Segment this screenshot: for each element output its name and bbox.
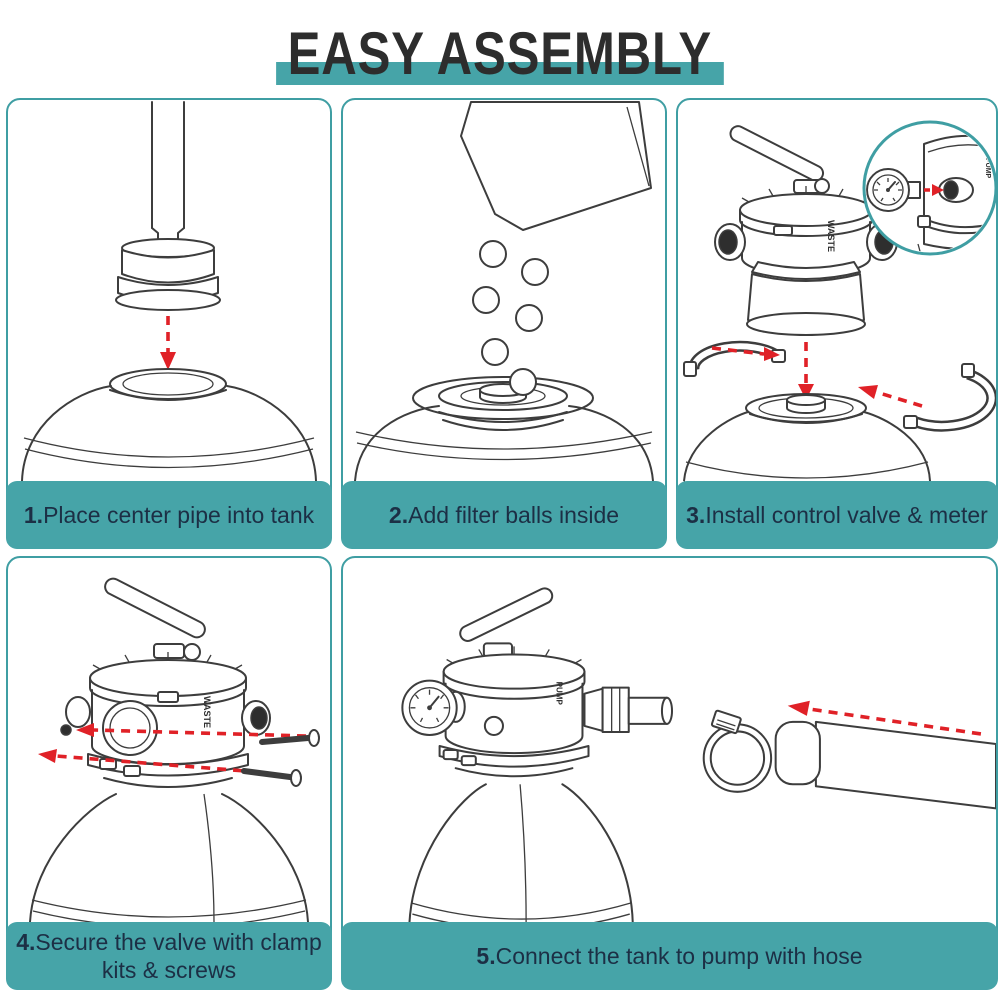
pressure-gauge-drawing xyxy=(401,679,458,736)
pump-port-label: PUMP xyxy=(984,158,991,179)
tank-drawing xyxy=(354,368,654,482)
illustration-step-2 xyxy=(343,100,665,483)
tank-drawing xyxy=(21,368,317,482)
nut-drawing xyxy=(60,724,72,736)
header: EASY ASSEMBLY xyxy=(0,22,1000,86)
caption-step-2: 2.Add filter balls inside xyxy=(341,481,667,549)
illustration-step-3: WASTE xyxy=(678,100,996,483)
filter-ball-bag-drawing xyxy=(460,101,652,231)
step-number: 5. xyxy=(476,943,496,969)
illustration-step-5: PUMP xyxy=(343,558,996,924)
waste-port-label: WASTE xyxy=(826,220,836,252)
insert-arrow-icon xyxy=(160,316,176,370)
title-accent-bar xyxy=(276,62,724,85)
panel-step-5: PUMP xyxy=(341,556,998,990)
clamp-half-right-drawing xyxy=(903,363,996,432)
pump-port-label: PUMP xyxy=(554,682,563,706)
step-text: Connect the tank to pump with hose xyxy=(495,943,863,969)
panel-step-1: 1.Place center pipe into tank xyxy=(6,98,332,549)
step-number: 3. xyxy=(686,502,706,528)
step-number: 2. xyxy=(388,502,409,528)
control-valve-drawing: WASTE xyxy=(65,577,271,777)
caption-step-1: 1.Place center pipe into tank xyxy=(6,481,332,549)
screw-bottom-drawing xyxy=(241,768,302,787)
illustration-step-1 xyxy=(8,100,330,483)
clamp-arrow-right-icon xyxy=(858,385,923,408)
caption-step-3: 3.Install control valve & meter xyxy=(676,481,998,549)
step-number: 4. xyxy=(16,929,36,955)
page-title: EASY ASSEMBLY xyxy=(287,20,713,87)
filter-balls-drawing xyxy=(472,240,549,366)
hose-drawing xyxy=(774,720,996,810)
screw-arrow-top-icon xyxy=(60,723,307,738)
step-number: 1. xyxy=(23,502,44,528)
panel-step-4: WASTE xyxy=(6,556,332,990)
insert-arrow-icon xyxy=(798,342,814,400)
center-pipe-drawing xyxy=(115,101,221,311)
waste-port-label: WASTE xyxy=(202,696,212,728)
assembled-filter-drawing: PUMP xyxy=(401,587,674,924)
meter-inset: PUMP xyxy=(862,120,996,256)
connect-arrow-icon xyxy=(787,700,982,736)
step-text: Add filter balls inside xyxy=(408,502,620,528)
control-valve-drawing: WASTE xyxy=(714,125,898,336)
clamp-arrow-left-icon xyxy=(711,346,780,361)
step-text: Secure the valve with clamp kits & screw… xyxy=(35,929,322,983)
hose-clamp-drawing xyxy=(702,709,773,793)
tank-drawing xyxy=(683,393,931,482)
screw-arrow-bottom-icon xyxy=(38,749,259,774)
caption-step-5: 5.Connect the tank to pump with hose xyxy=(341,922,998,990)
illustration-step-4: WASTE xyxy=(8,558,330,924)
step-text: Install control valve & meter xyxy=(705,502,988,528)
tank-drawing xyxy=(29,777,309,924)
screw-top-drawing xyxy=(259,729,320,747)
gauge-arrow-icon xyxy=(924,184,944,196)
panel-step-3: WASTE xyxy=(676,98,998,549)
caption-step-4: 4.Secure the valve with clamp kits & scr… xyxy=(6,922,332,990)
pressure-gauge-drawing xyxy=(866,168,921,212)
panel-step-2: 2.Add filter balls inside xyxy=(341,98,667,549)
step-text: Place center pipe into tank xyxy=(43,502,315,528)
